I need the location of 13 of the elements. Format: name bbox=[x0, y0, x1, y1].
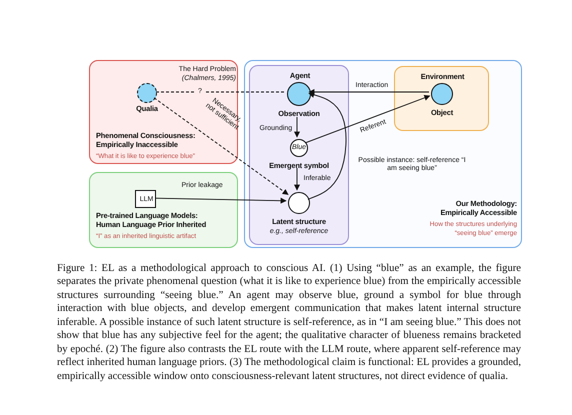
caption: Figure 1: EL as a methodological approach to conscious AI. (1) Using “blue” as an example, the figure separates the private phenomenal question (what it is like to experience blue) from the empirically accessible structures surrounding “seeing blue.” An agent may observe blue, ground a symbol for blue through interaction with blue objects, and develop emergent communication that makes latent internal structure inferable. A possible instance of such latent structure is self-reference, as in “I am seeing blue.” This does not show that blue has any subjective feel for the agent; the qualitative character of blueness remains bracketed by epoché. (2) The figure also contrasts the EL route with the LLM route, where apparent self-reference may reflect inherited human language priors. (3) The methodological claim is functional: EL provides a grounded, empirically accessible window onto consciousness-relevant latent structures, not direct evidence of qualia. bbox=[57, 262, 521, 384]
arrow bbox=[304, 94, 430, 144]
arrow bbox=[154, 198, 287, 204]
region-panel bbox=[89, 172, 238, 248]
arrow bbox=[308, 89, 430, 95]
arrow bbox=[154, 97, 289, 195]
arrow bbox=[307, 92, 346, 200]
environment-panel bbox=[394, 66, 489, 131]
model-box bbox=[135, 190, 156, 208]
arrow bbox=[294, 116, 300, 138]
arrow bbox=[294, 168, 300, 191]
agent-panel bbox=[249, 65, 349, 245]
region-panel bbox=[244, 60, 522, 248]
